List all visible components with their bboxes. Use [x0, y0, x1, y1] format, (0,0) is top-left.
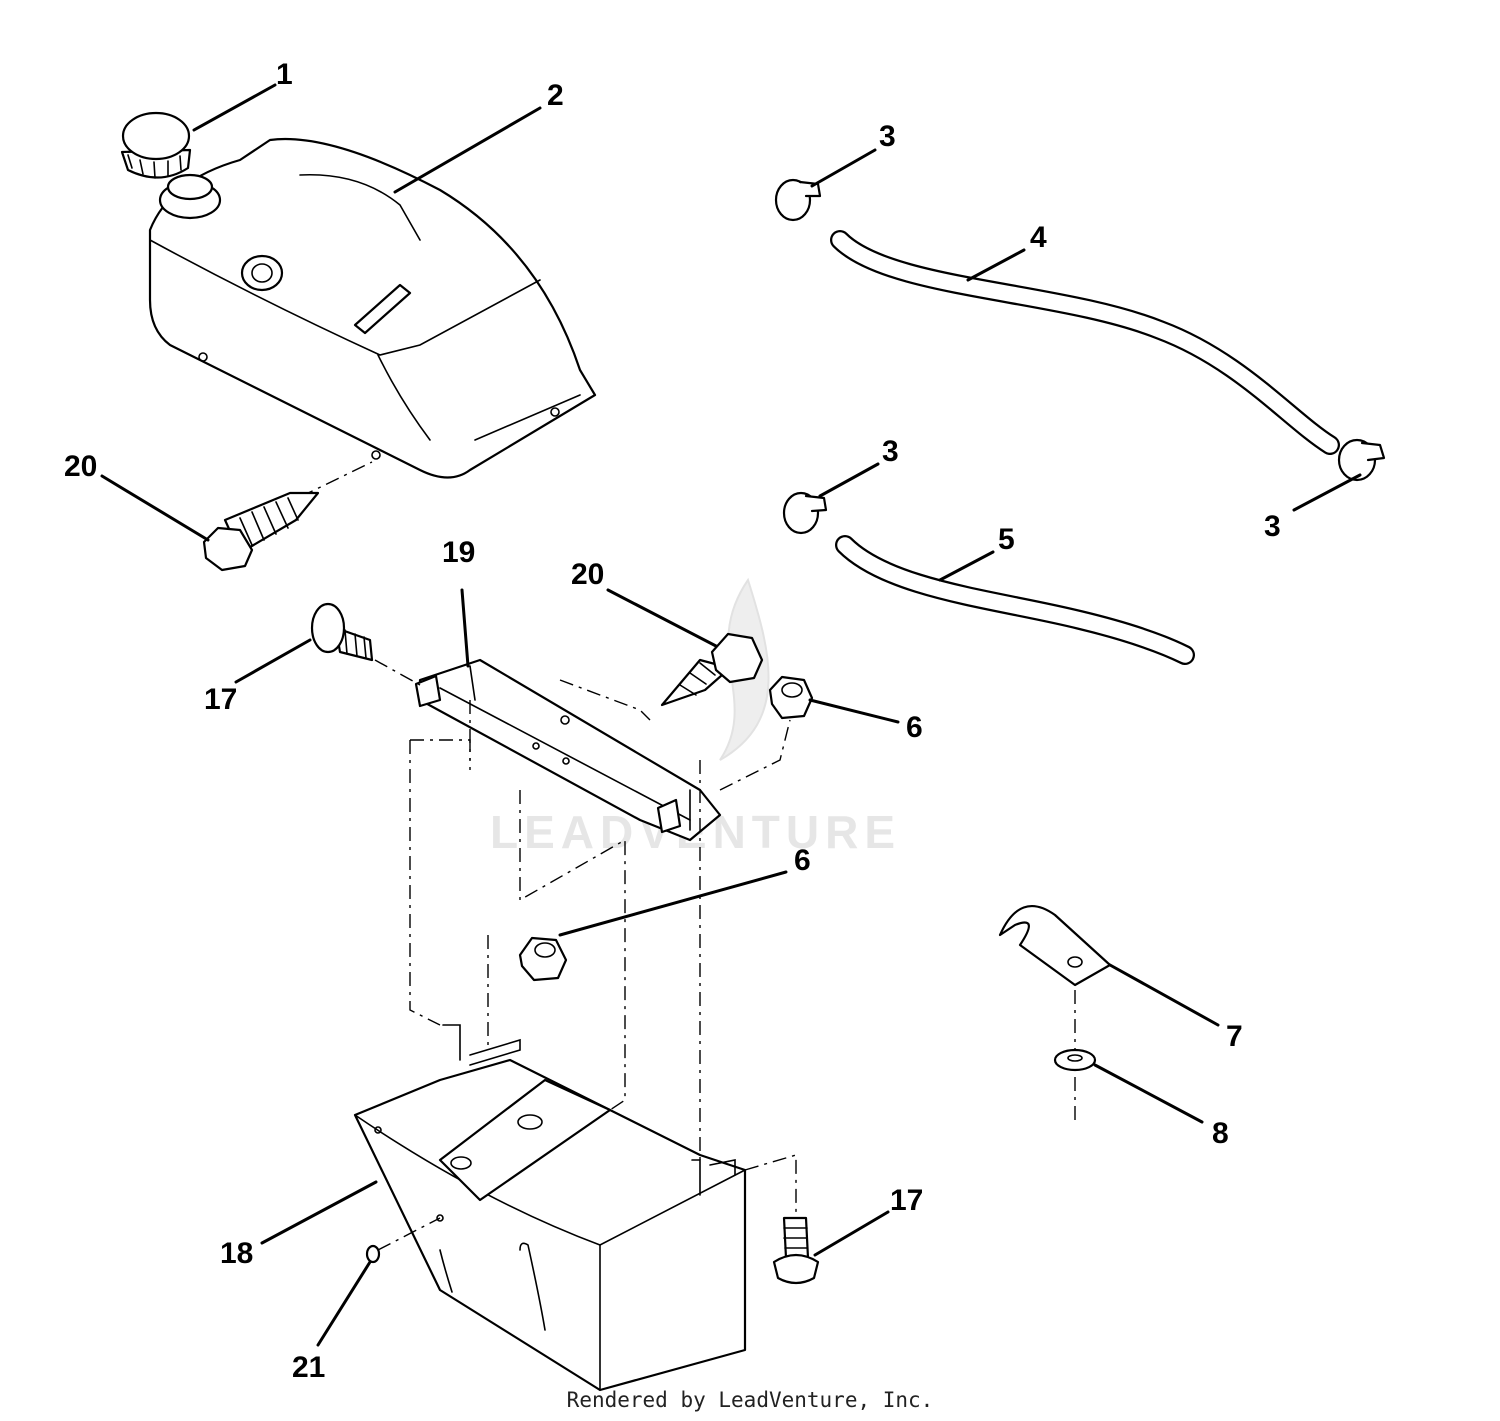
callout-3-middle: 3	[882, 435, 899, 468]
callout-5: 5	[998, 523, 1015, 556]
fuel-tank	[148, 137, 597, 479]
callout-17-lower: 17	[890, 1184, 923, 1217]
hose-clamp-right	[1337, 438, 1386, 482]
shoulder-bolt-upper	[310, 602, 374, 662]
render-credit: Rendered by LeadVenture, Inc.	[566, 1388, 934, 1412]
callout-8: 8	[1212, 1117, 1229, 1150]
hose-clamp-lower	[782, 491, 828, 535]
shoulder-bolt-lower	[772, 1216, 820, 1285]
alignment-lines	[374, 659, 797, 1251]
screw-upper-left	[202, 491, 320, 572]
callout-6-upper: 6	[906, 711, 923, 744]
fuel-line-long	[830, 230, 1340, 455]
callout-21: 21	[292, 1351, 325, 1384]
callout-17-upper: 17	[204, 683, 237, 716]
screw-middle	[660, 632, 764, 707]
tank-support-box	[353, 1024, 747, 1392]
leader-lines	[100, 83, 1362, 1347]
tank-mount-axis	[299, 461, 373, 498]
hex-nut-lower	[518, 936, 568, 982]
callout-4: 4	[1030, 221, 1047, 254]
callout-labels: 1 2 3 4 3 3 5 20 19 20 17 6 6 7 8 17 18 …	[64, 58, 1281, 1384]
callout-19: 19	[442, 536, 475, 569]
callout-1: 1	[276, 58, 293, 91]
callout-6-lower: 6	[794, 844, 811, 877]
callout-20-middle: 20	[571, 558, 604, 591]
tank-support-bracket	[414, 658, 722, 842]
fuel-line-short	[835, 535, 1195, 665]
callout-20-upper: 20	[64, 450, 97, 483]
callout-7: 7	[1226, 1020, 1243, 1053]
callout-3-right: 3	[1264, 510, 1281, 543]
callout-3-upper: 3	[879, 120, 896, 153]
flat-washer	[1053, 1048, 1097, 1072]
fuel-cap	[120, 111, 192, 179]
hex-nut-upper	[768, 675, 814, 720]
callout-18: 18	[220, 1237, 253, 1270]
fuel-line-clip	[998, 905, 1112, 987]
small-pin	[365, 1244, 381, 1264]
callout-2: 2	[547, 79, 564, 112]
